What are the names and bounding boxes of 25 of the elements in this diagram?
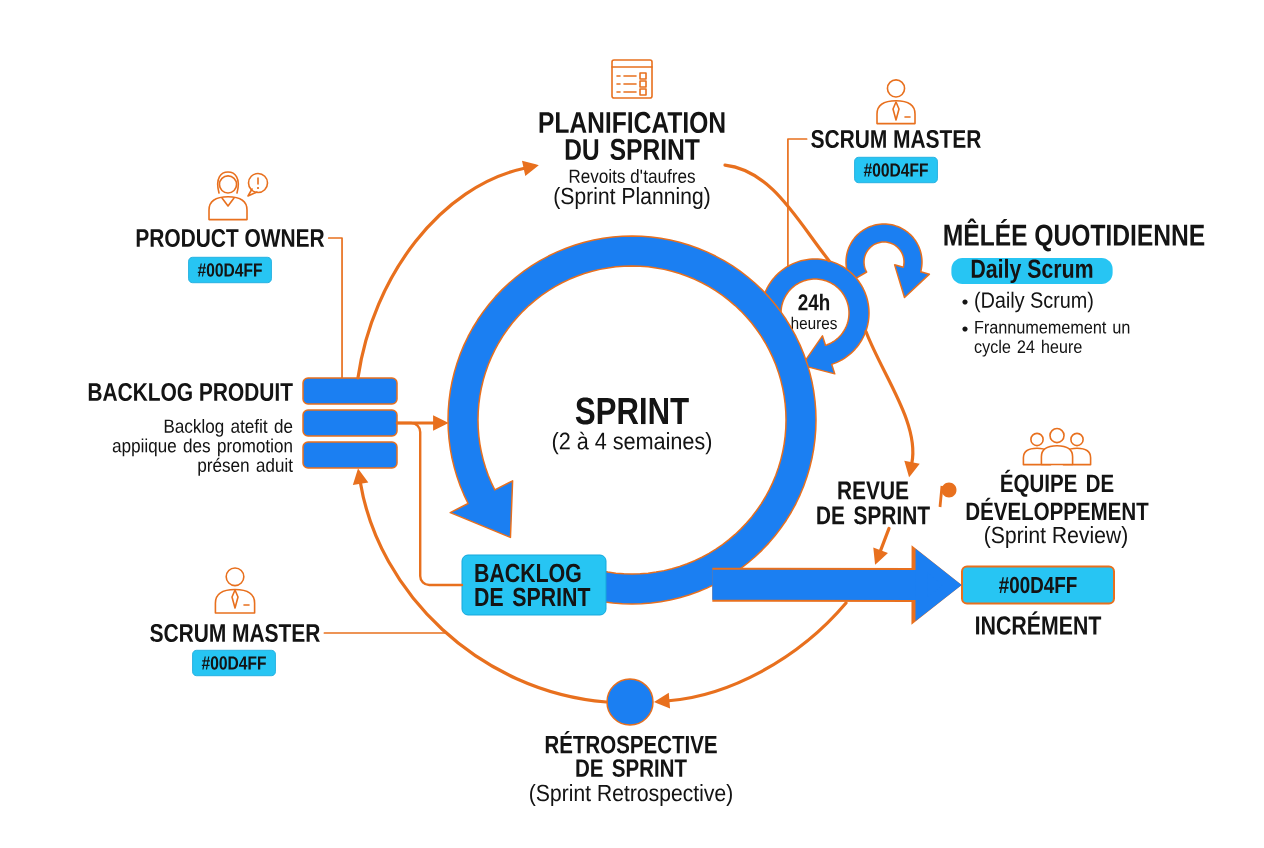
team-title: ÉQUIPE DE DÉVELOPPEMENT bbox=[966, 469, 1149, 521]
increment-box: #00D4FF bbox=[961, 565, 1115, 605]
role-title: PRODUCT OWNER bbox=[136, 228, 325, 248]
highlight-badge: Daily Scrum bbox=[951, 257, 1113, 285]
sprint-backlog-box: BACKLOG DE SPRINT bbox=[461, 554, 607, 616]
event-title: MÊLÉE QUOTIDIENNE bbox=[944, 218, 1205, 252]
event-title: RÉTROSPECTIVE DE SPRINT bbox=[545, 731, 717, 777]
backlog-stack bbox=[302, 377, 398, 469]
step-subtitle: (Sprint Planning) bbox=[554, 187, 710, 209]
step-title: PLANIFICATION DU SPRINT bbox=[539, 111, 725, 161]
step-note: Revoits d'taufres bbox=[569, 169, 695, 183]
bullet-text: (Daily Scrum) bbox=[975, 291, 1093, 313]
role-title: SCRUM MASTER bbox=[811, 130, 981, 149]
increment-title: INCRÉMENT bbox=[976, 611, 1102, 635]
bullet-text: Frannumemement un cycle 24 heure bbox=[974, 321, 1130, 357]
sprint-duration: (2 à 4 semaines) bbox=[552, 431, 712, 455]
backlog-description: Backlog atefit de appiique des promotion présen aduit bbox=[112, 419, 293, 476]
event-subtitle: (Sprint Retrospective) bbox=[530, 784, 732, 806]
color-code-badge: #00D4FF bbox=[854, 156, 938, 184]
sprint-title: SPRINT bbox=[575, 397, 689, 425]
backlog-title: BACKLOG PRODUIT bbox=[88, 382, 293, 402]
event-title: REVUE DE SPRINT bbox=[817, 481, 930, 525]
role-title: SCRUM MASTER bbox=[150, 623, 320, 643]
color-code-badge: #00D4FF bbox=[192, 649, 276, 677]
color-code-badge: #00D4FF bbox=[188, 256, 272, 284]
